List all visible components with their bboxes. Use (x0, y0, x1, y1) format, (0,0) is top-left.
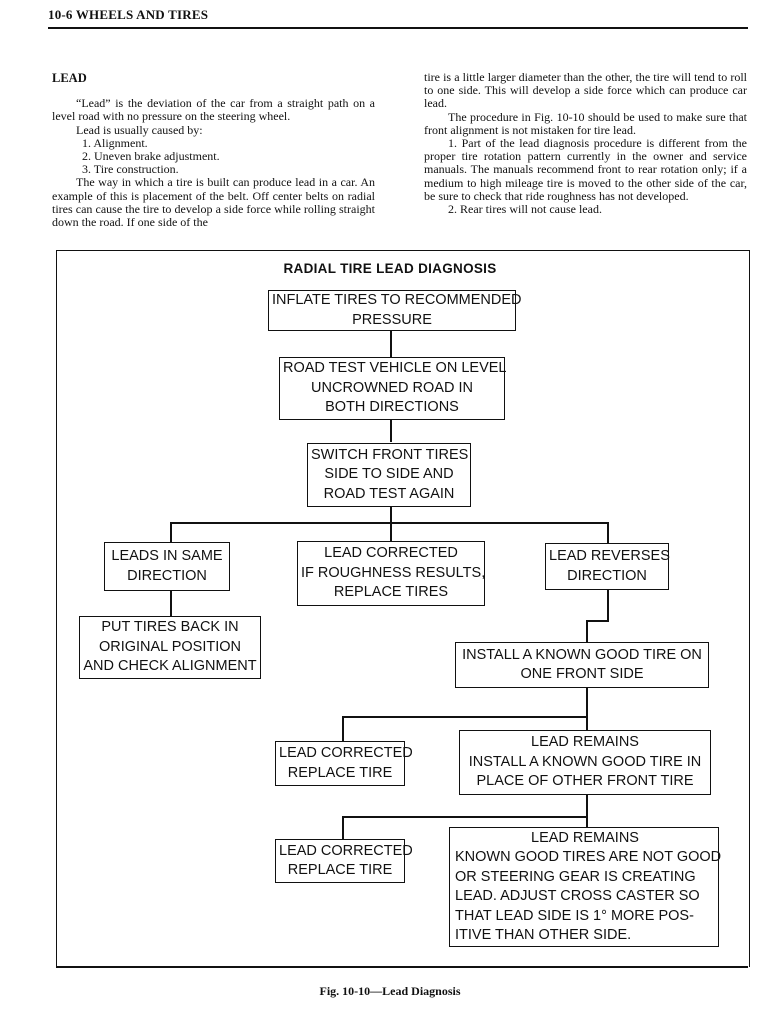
header-rule (48, 27, 748, 29)
connector-line (342, 816, 344, 840)
box-leads-same-direction: LEADS IN SAME DIRECTION (104, 542, 230, 591)
box-line: INFLATE TIRES TO RECOMMENDED (272, 292, 522, 308)
figure-bottom-rule (56, 966, 748, 968)
box-line: SIDE TO SIDE AND (324, 466, 454, 483)
connector-line (586, 794, 588, 828)
box-line: IF ROUGHNESS RESULTS, (301, 564, 486, 581)
left-column: LEAD “Lead” is the deviation of the car … (52, 71, 375, 230)
connector-line (170, 591, 172, 617)
box-line: ONE FRONT SIDE (520, 666, 644, 682)
box-line: LEADS IN SAME (111, 548, 223, 564)
connector-line (607, 589, 609, 621)
box-lead-reverses-direction: LEAD REVERSES DIRECTION (545, 543, 670, 590)
connector-line (390, 420, 392, 442)
box-lead-corrected-roughness: LEAD CORRECTED IF ROUGHNESS RESULTS, REP… (297, 541, 485, 606)
section-heading: LEAD (52, 71, 87, 85)
box-line: LEAD REMAINS (531, 829, 639, 846)
box-install-known-good-tire: INSTALL A KNOWN GOOD TIRE ON ONE FRONT S… (455, 642, 709, 688)
connector-line (390, 506, 392, 523)
box-line: SWITCH FRONT TIRES (311, 446, 469, 463)
box-line: DIRECTION (127, 567, 207, 584)
box-lead-remains-adjust-caster: LEAD REMAINS KNOWN GOOD TIRES ARE NOT GO… (449, 827, 722, 947)
connector-line (170, 522, 608, 524)
connector-line (586, 687, 588, 731)
connector-line (607, 522, 609, 544)
list-item: 1. Alignment. (82, 135, 148, 150)
box-line: ROAD TEST AGAIN (323, 485, 455, 502)
box-lead-remains-install: LEAD REMAINS INSTALL A KNOWN GOOD TIRE I… (459, 730, 711, 795)
connector-line (586, 620, 588, 643)
box-line: ORIGINAL POSITION (98, 638, 242, 655)
list-item: 3. Tire construction. (82, 162, 179, 177)
paragraph: tire is a little larger diameter than th… (424, 70, 747, 111)
box-line: LEAD CORRECTED (324, 545, 458, 562)
box-line: LEAD REVERSES (549, 548, 670, 564)
box-line: UNCROWNED ROAD IN (311, 379, 473, 396)
connector-line (586, 620, 609, 622)
box-line: REPLACE TIRE (287, 862, 393, 878)
figure-title: RADIAL TIRE LEAD DIAGNOSIS (283, 261, 497, 276)
box-line: INSTALL A KNOWN GOOD TIRE ON (462, 646, 702, 663)
box-lead-corrected-replace-tire-2: LEAD CORRECTED REPLACE TIRE (275, 839, 413, 883)
box-line: PRESSURE (352, 311, 432, 328)
box-line: PLACE OF OTHER FRONT TIRE (476, 773, 694, 790)
box-line: OR STEERING GEAR IS CREATING (455, 868, 696, 885)
connector-line (342, 716, 588, 718)
connector-line (342, 816, 588, 818)
box-line: LEAD. ADJUST CROSS CASTER SO (455, 888, 700, 904)
box-put-tires-back: PUT TIRES BACK IN ORIGINAL POSITION AND … (79, 616, 261, 679)
box-inflate-tires: INFLATE TIRES TO RECOMMENDED PRESSURE (268, 290, 522, 331)
box-line: PUT TIRES BACK IN (101, 619, 239, 636)
connector-line (390, 522, 392, 542)
right-column: tire is a little larger diameter than th… (424, 70, 747, 217)
page-header: 10-6 WHEELS AND TIRES (48, 7, 209, 22)
box-line: REPLACE TIRE (287, 764, 393, 781)
paragraph: 2. Rear tires will not cause lead. (448, 202, 602, 217)
box-line: ITIVE THAN OTHER SIDE. (455, 927, 632, 943)
paragraph: Lead is usually caused by: (76, 122, 203, 137)
connector-line (342, 716, 344, 742)
figure-frame (56, 250, 750, 967)
box-line: THAT LEAD SIDE IS 1° MORE POS- (455, 907, 694, 924)
box-line: DIRECTION (567, 567, 647, 584)
paragraph: “Lead” is the deviation of the car from … (52, 96, 375, 124)
box-line: ROAD TEST VEHICLE ON LEVEL (283, 360, 507, 377)
figure-caption: Fig. 10-10—Lead Diagnosis (319, 984, 461, 998)
box-line: INSTALL A KNOWN GOOD TIRE IN (468, 753, 702, 770)
box-switch-front-tires: SWITCH FRONT TIRES SIDE TO SIDE AND ROAD… (307, 443, 471, 507)
box-road-test: ROAD TEST VEHICLE ON LEVEL UNCROWNED ROA… (279, 357, 507, 420)
list-item: 2. Uneven brake adjustment. (82, 149, 220, 164)
box-line: REPLACE TIRES (333, 584, 449, 601)
paragraph: 1. Part of the lead diagnosis procedure … (424, 136, 747, 203)
box-line: LEAD CORRECTED (279, 745, 413, 761)
paragraph: The procedure in Fig. 10-10 should be us… (424, 109, 747, 137)
box-line: KNOWN GOOD TIRES ARE NOT GOOD (455, 849, 722, 865)
box-lead-corrected-replace-tire: LEAD CORRECTED REPLACE TIRE (275, 741, 413, 786)
box-line: LEAD CORRECTED (279, 842, 413, 859)
paragraph: The way in which a tire is built can pro… (52, 175, 375, 230)
connector-line (390, 330, 392, 358)
box-line: AND CHECK ALIGNMENT (83, 658, 257, 675)
box-line: BOTH DIRECTIONS (325, 399, 459, 416)
box-line: LEAD REMAINS (531, 734, 639, 751)
connector-line (170, 522, 172, 542)
